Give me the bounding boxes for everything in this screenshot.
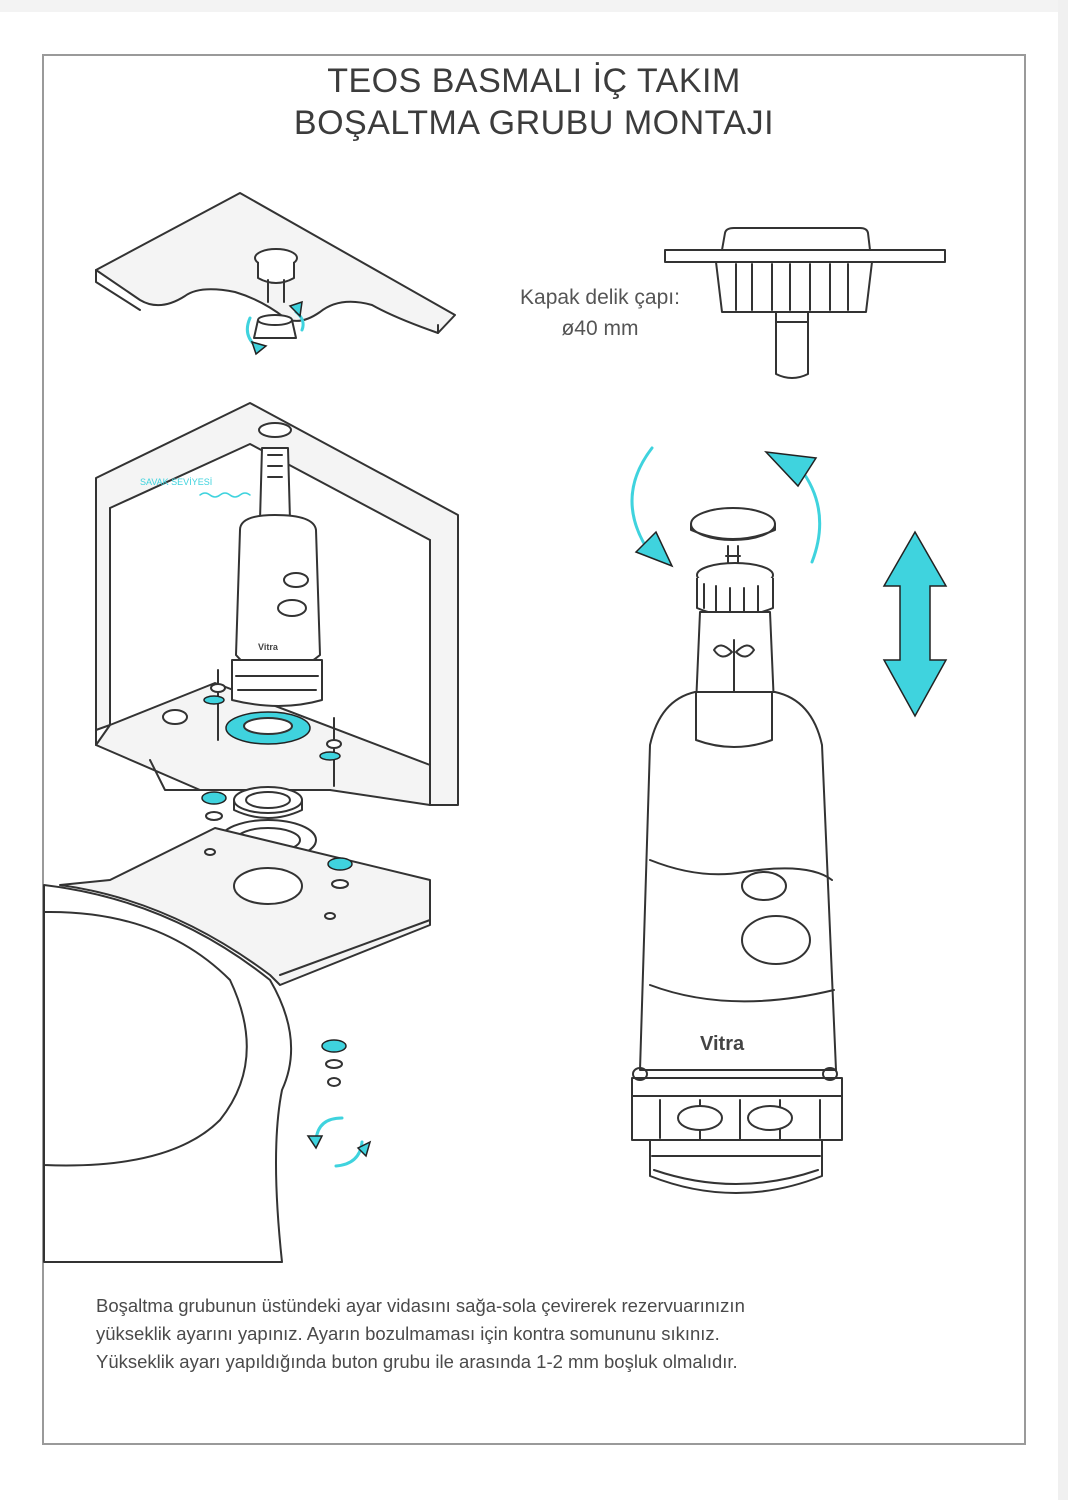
lid-hole-caption: Kapak delik çapı: ø40 mm [470,282,730,344]
lid-hole-diameter: ø40 mm [561,317,639,340]
valve-brand-large: Vitra [700,1033,745,1055]
instruction-note: Boşaltma grubunun üstündeki ayar vidasın… [96,1292,996,1376]
top-band [0,0,1068,12]
bottom-fasteners [306,1039,372,1168]
lid-hole-caption-line-1: Kapak delik çapı: [520,286,680,309]
instruction-line-1: Boşaltma grubunun üstündeki ayar vidasın… [96,1295,745,1316]
tank-bolts [203,669,342,787]
valve-brand-small: Vitra [258,642,279,652]
button-unit [664,227,946,379]
tank-lid [95,192,456,356]
instruction-line-2: yükseklik ayarını yapınız. Ayarın bozulm… [96,1323,720,1344]
right-scroll-band [1058,0,1068,1500]
overflow-wave-mark [199,492,251,498]
overflow-level-label: SAVAK SEVİYESİ [140,477,212,487]
height-adjust-arrow [882,530,948,718]
diagram-title: TEOS BASMALI İÇ TAKIM BOŞALTMA GRUBU MON… [42,60,1026,144]
flush-valve-small: Vitra [231,422,323,707]
instruction-line-3: Yükseklik ayarı yapıldığında buton grubu… [96,1351,738,1372]
flush-valve-large: Vitra [631,507,843,1194]
toilet-base [43,827,431,1263]
title-line-1: TEOS BASMALI İÇ TAKIM [327,62,741,100]
title-line-2: BOŞALTMA GRUBU MONTAJI [293,104,775,142]
rotate-arrows [630,446,822,568]
